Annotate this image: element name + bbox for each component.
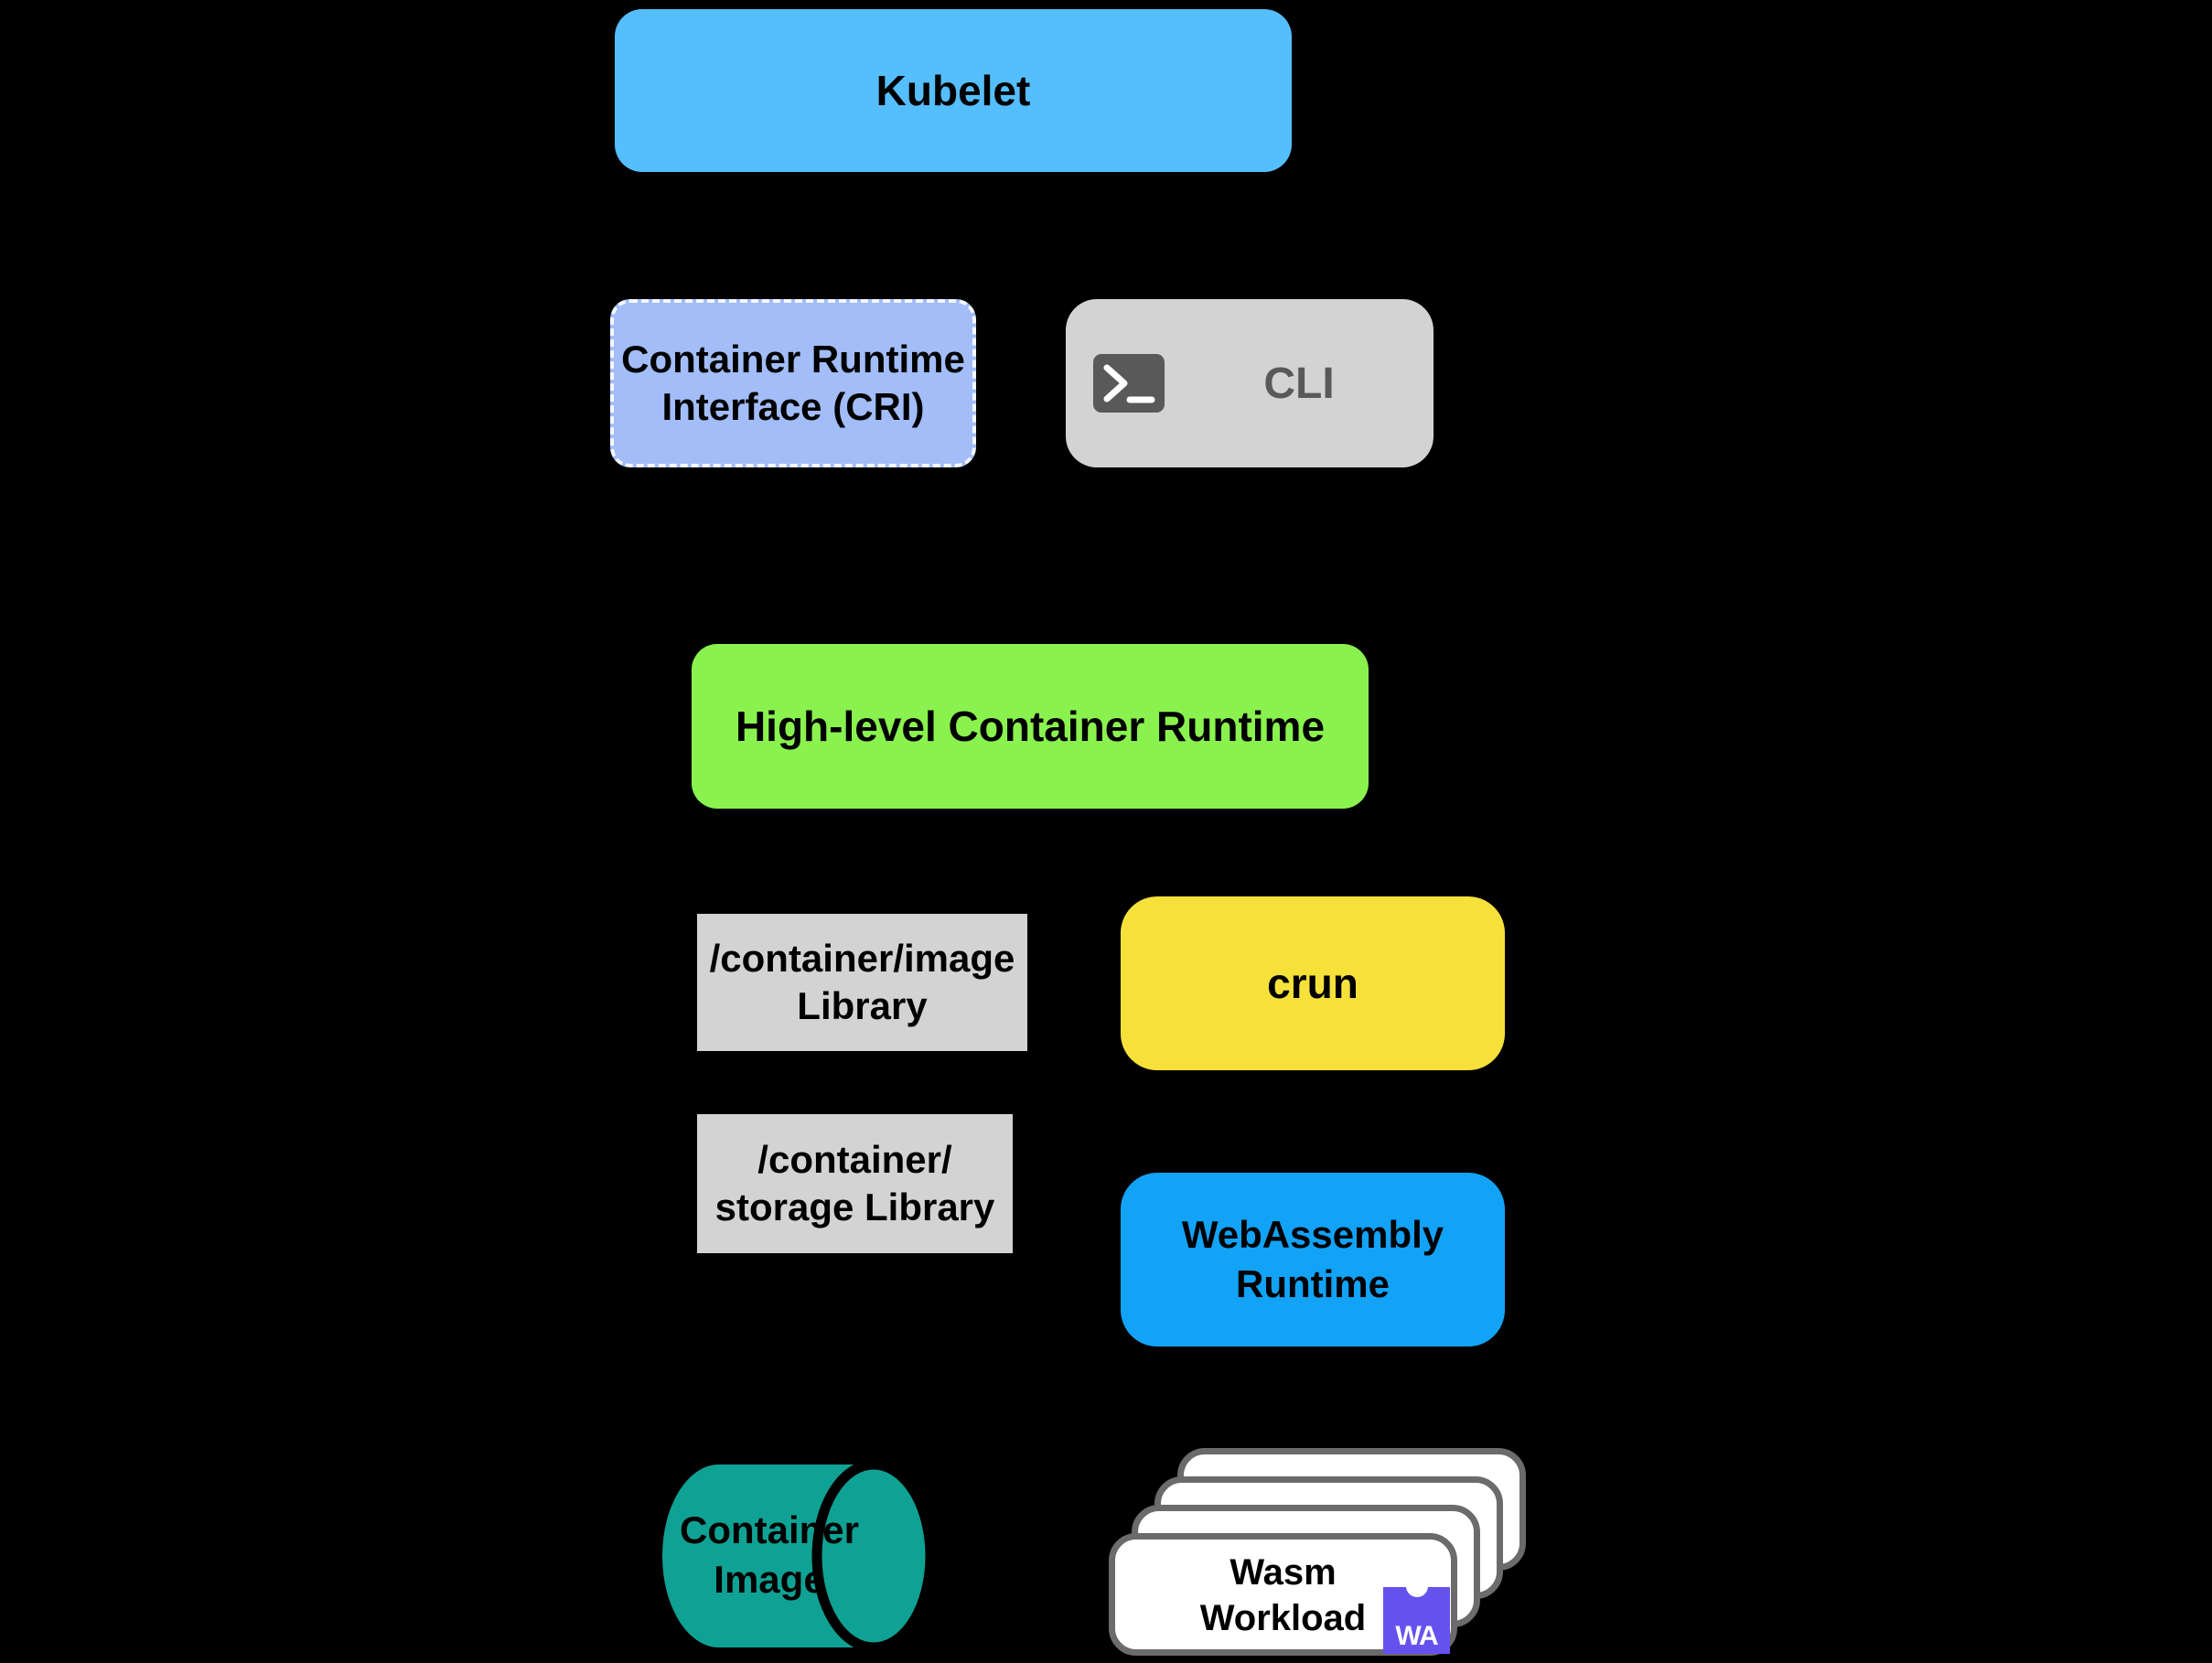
high-level-runtime-label: High-level Container Runtime — [735, 703, 1326, 750]
storage-library-line1: /container/ — [757, 1138, 952, 1181]
storage-library-line2: storage Library — [714, 1186, 995, 1228]
container-image-label: Container Image — [655, 1506, 884, 1604]
container-image-line1: Container — [679, 1508, 859, 1551]
cli-label: CLI — [1263, 359, 1335, 408]
node-container-runtime-interface: Container Runtime Interface (CRI) — [610, 299, 976, 467]
node-high-level-container-runtime: High-level Container Runtime — [692, 644, 1369, 809]
image-library-line2: Library — [797, 984, 928, 1027]
node-container-storage-library: /container/ storage Library — [697, 1114, 1013, 1253]
wasm-workload-line1: Wasm — [1229, 1552, 1337, 1593]
webassembly-logo-notch — [1405, 1587, 1428, 1597]
crun-label: crun — [1267, 960, 1358, 1007]
wasm-workload-label: Wasm Workload — [1109, 1550, 1457, 1641]
node-webassembly-runtime: WebAssembly Runtime — [1121, 1173, 1505, 1346]
container-image-cylinder — [662, 1463, 936, 1649]
node-container-image-library: /container/image Library — [697, 914, 1027, 1051]
webassembly-logo-text: WA — [1395, 1621, 1438, 1651]
webassembly-logo-badge: WA — [1383, 1587, 1450, 1654]
wasm-workload-line2: Workload — [1199, 1598, 1367, 1638]
container-image-line2: Image — [714, 1558, 825, 1601]
terminal-icon — [1093, 354, 1165, 413]
webassembly-runtime-line2: Runtime — [1236, 1262, 1390, 1305]
cri-label-line2: Interface (CRI) — [661, 385, 925, 428]
node-kubelet: Kubelet — [615, 9, 1292, 172]
node-crun: crun — [1121, 896, 1505, 1070]
image-library-line1: /container/image — [709, 937, 1015, 980]
cri-label-line1: Container Runtime — [621, 338, 965, 381]
kubelet-label: Kubelet — [875, 67, 1031, 114]
node-cli: CLI — [1066, 299, 1434, 467]
webassembly-runtime-line1: WebAssembly — [1181, 1213, 1444, 1256]
